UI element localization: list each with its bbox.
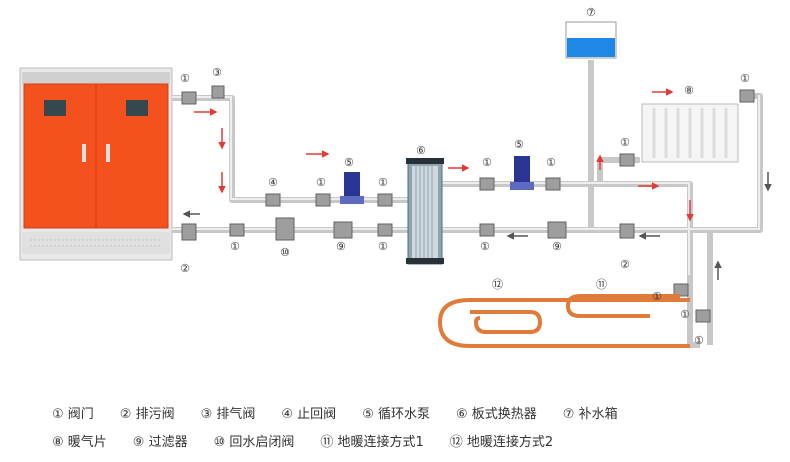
marker-valve: ① <box>546 156 556 169</box>
marker-drain-valve: ② <box>180 262 190 275</box>
marker-filter: ⑨ <box>552 240 562 253</box>
marker-check-valve: ④ <box>268 176 278 189</box>
marker-valve: ① <box>652 290 662 303</box>
circulation-pump-right <box>510 156 534 190</box>
legend-item-drain-valve: ② 排污阀 <box>119 406 175 422</box>
legend-row-2: ⑧ 暖气片 ⑨ 过滤器 ⑩ 回水启闭阀 ⑪ 地暖连接方式1 ⑫ 地暖连接方式2 <box>52 426 772 454</box>
marker-air-vent: ③ <box>212 66 222 79</box>
control-panel-right <box>126 100 148 116</box>
legend-item-floor-loop-1: ⑪ 地暖连接方式1 <box>320 434 424 450</box>
marker-valve: ① <box>180 72 190 85</box>
legend-item-radiator: ⑧ 暖气片 <box>52 434 107 450</box>
marker-floor-loop-1: ⑪ <box>596 278 607 291</box>
marker-valve: ① <box>680 308 690 321</box>
floor-heating-loops <box>438 294 690 348</box>
valves <box>181 85 755 323</box>
legend-item-expansion-tank: ⑦ 补水箱 <box>562 406 618 422</box>
legend-item-valve: ① 阀门 <box>52 406 94 422</box>
plate-heat-exchanger <box>406 158 444 265</box>
marker-valve: ① <box>620 136 630 149</box>
marker-valve: ① <box>480 240 490 253</box>
legend-item-return-valve: ⑩ 回水启闭阀 <box>213 434 295 450</box>
expansion-tank <box>565 21 617 59</box>
marker-valve: ① <box>378 240 388 253</box>
marker-valve: ① <box>694 334 704 347</box>
legend-item-floor-loop-2: ⑫ 地暖连接方式2 <box>449 434 554 450</box>
marker-valve: ① <box>230 240 240 253</box>
marker-valve: ① <box>316 176 326 189</box>
legend-item-air-vent: ③ 排气阀 <box>200 406 256 422</box>
marker-pump: ⑤ <box>514 138 524 151</box>
marker-return-valve: ⑩ <box>280 246 290 259</box>
marker-heat-exchanger: ⑥ <box>416 144 426 157</box>
circulation-pump-left <box>340 172 364 204</box>
pipes <box>172 60 763 348</box>
marker-drain-valve: ② <box>620 258 630 271</box>
marker-expansion-tank: ⑦ <box>586 6 596 19</box>
electric-boiler <box>19 67 173 261</box>
legend-row-1: ① 阀门 ② 排污阀 ③ 排气阀 ④ 止回阀 ⑤ 循环水泵 ⑥ 板式换热器 ⑦ … <box>52 398 772 426</box>
marker-valve: ① <box>482 156 492 169</box>
control-panel-left <box>44 100 66 116</box>
marker-filter: ⑨ <box>336 240 346 253</box>
legend: ① 阀门 ② 排污阀 ③ 排气阀 ④ 止回阀 ⑤ 循环水泵 ⑥ 板式换热器 ⑦ … <box>52 398 772 454</box>
radiator <box>641 103 739 163</box>
marker-valve: ① <box>740 72 750 85</box>
marker-floor-loop-2: ⑫ <box>492 278 503 291</box>
component-markers: ① ③ ④ ① ⑤ ① ⑥ ① ⑤ ① ⑦ ① ⑧ ① ② ① ⑩ ⑨ ① ① … <box>180 6 750 347</box>
legend-item-pump: ⑤ 循环水泵 <box>362 406 430 422</box>
flow-arrows <box>182 88 772 280</box>
legend-item-filter: ⑨ 过滤器 <box>132 434 188 450</box>
legend-item-heat-exchanger: ⑥ 板式换热器 <box>455 406 537 422</box>
marker-valve: ① <box>378 176 388 189</box>
marker-pump: ⑤ <box>344 156 354 169</box>
legend-item-check-valve: ④ 止回阀 <box>281 406 337 422</box>
marker-radiator: ⑧ <box>684 84 694 97</box>
